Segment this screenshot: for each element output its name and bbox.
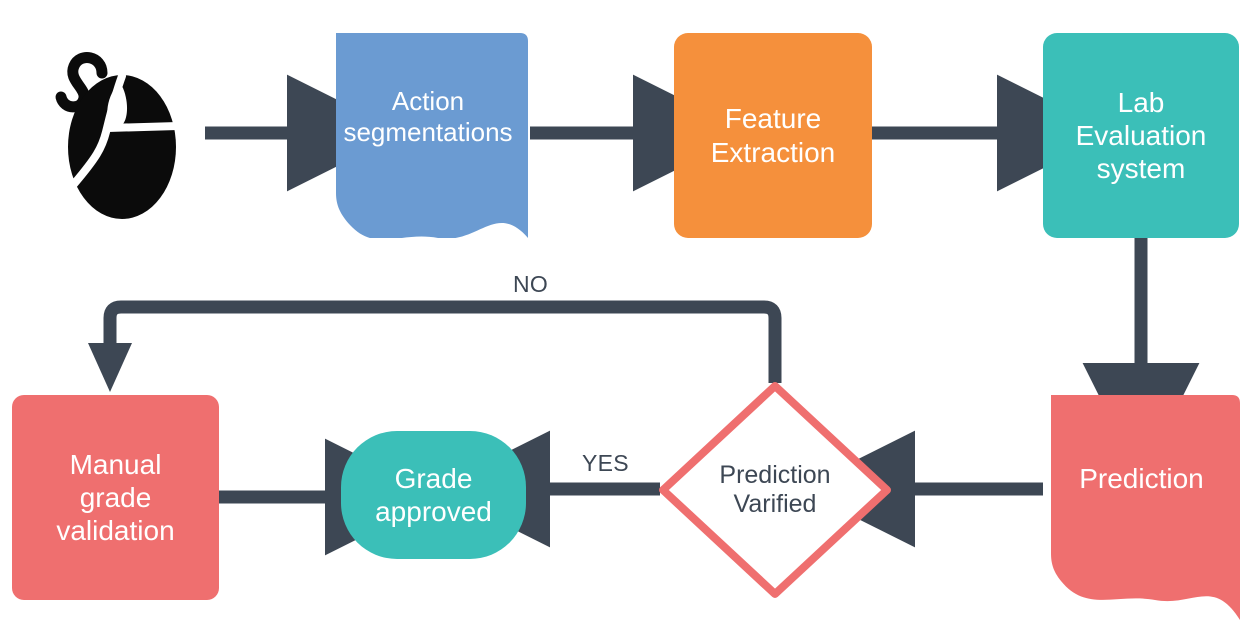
action-segmentations-label: Action segmentations	[343, 85, 513, 147]
prediction-varified-label: Prediction Varified	[719, 460, 831, 519]
node-lab-evaluation-system[interactable]: Lab Evaluation system	[1043, 33, 1239, 238]
grade-approved-label: Grade approved	[375, 462, 492, 527]
prediction-shape	[1051, 395, 1240, 620]
node-feature-extraction[interactable]: Feature Extraction	[674, 33, 872, 238]
computer-mouse-icon	[30, 40, 200, 225]
feature-extraction-label: Feature Extraction	[710, 103, 836, 168]
node-prediction-varified[interactable]: Prediction Varified	[655, 378, 895, 602]
arrow-decision-no-to-manual	[88, 300, 782, 392]
action-segmentations-shape	[336, 33, 528, 238]
prediction-varified-shape	[659, 382, 891, 598]
edge-label-no: NO	[513, 271, 549, 297]
node-action-segmentations[interactable]: Action segmentations	[328, 33, 528, 238]
node-grade-approved[interactable]: Grade approved	[341, 431, 526, 559]
lab-evaluation-system-label: Lab Evaluation system	[1075, 86, 1207, 185]
node-manual-grade-validation[interactable]: Manual grade validation	[12, 395, 219, 600]
manual-grade-validation-label: Manual grade validation	[56, 448, 175, 547]
node-prediction[interactable]: Prediction	[1043, 395, 1240, 620]
edge-label-yes: YES	[582, 450, 629, 476]
prediction-label: Prediction	[1079, 462, 1204, 494]
